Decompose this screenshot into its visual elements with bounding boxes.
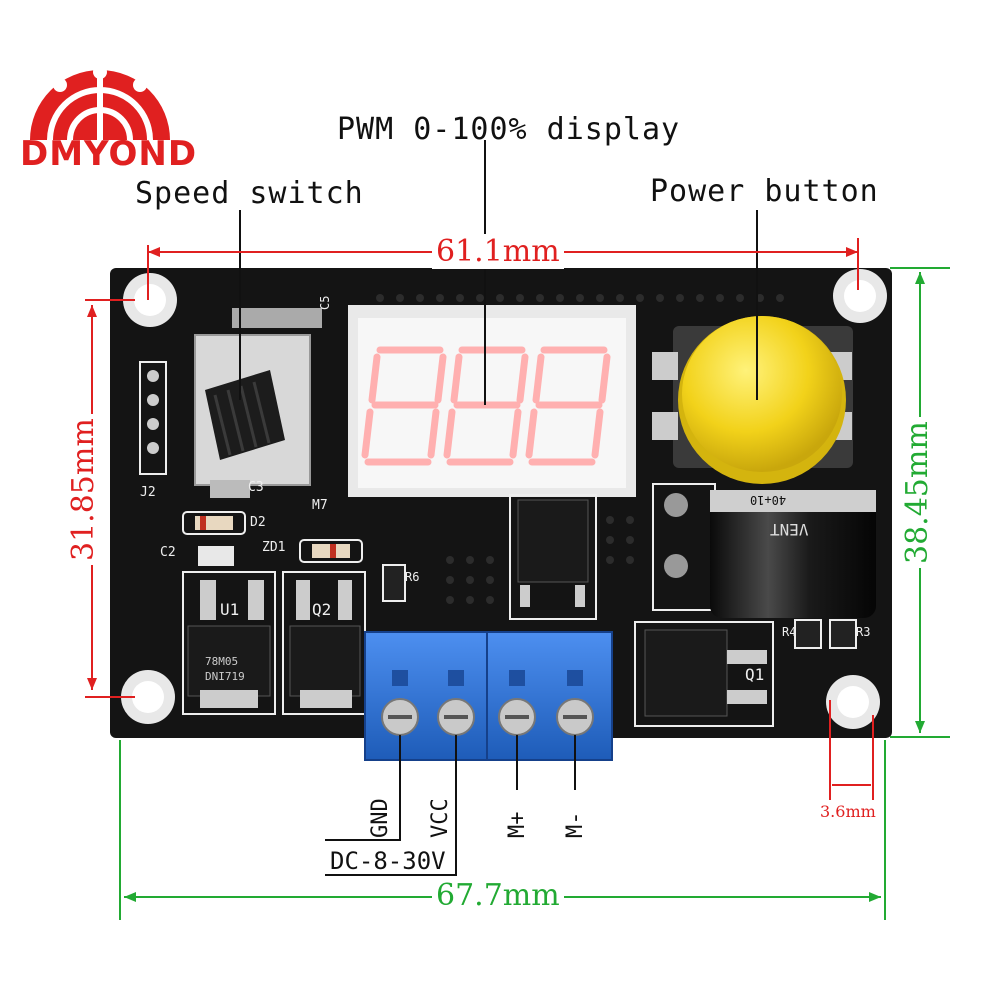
display-value: 888 [360,330,630,331]
silk-u1: U1 [220,600,240,619]
r4-resistor [794,619,822,649]
brand-logo [30,60,170,141]
q1-transistor [634,621,774,727]
r3-resistor [829,619,857,649]
dimension-right-height: 38.45mm [900,417,935,568]
u1-regulator [182,571,276,715]
silk-c2: C2 [160,545,176,560]
capacitor-rating: 40+10 [750,493,787,507]
silk-c5: C5 [318,295,332,310]
silk-d2: D2 [250,515,266,530]
dimension-bottom-width: 67.7mm [432,878,564,913]
capacitor-brand: VENT [770,520,809,539]
terminal-m-plus-label: M+ [505,811,530,839]
brand-name: DMYOND [20,134,198,174]
terminal-blocks [364,631,613,761]
u1-chip-code: DNI719 [205,670,245,683]
j2-header [139,361,167,475]
red-arrowheads [87,247,858,690]
green-arrowheads [124,272,925,902]
silk-c3: C3 [248,480,264,495]
power-button-callout: Power button [650,174,879,209]
silk-q2: Q2 [312,600,332,619]
silk-zd1: ZD1 [262,540,286,555]
dimension-left-height: 31.85mm [66,414,101,565]
silk-m7: M7 [312,498,328,513]
silk-j2: J2 [140,485,156,500]
diodes [182,511,363,566]
silk-r6: R6 [405,570,420,584]
terminal-gnd-label: GND [368,798,393,838]
supply-voltage-label: DC-8-30V [330,847,446,875]
capacitor [710,490,876,618]
potentiometer [194,308,322,498]
speed-switch-callout: Speed switch [135,176,364,211]
dimension-top-width: 61.1mm [432,234,564,269]
power-button-body [652,316,853,484]
silk-r4: R4 [782,625,797,639]
silk-r3: R3 [856,625,871,639]
seven-segment-display [348,305,636,497]
dimension-hole: 3.6mm [820,802,876,821]
callout-lines [239,140,758,876]
terminal-vcc-label: VCC [428,798,453,838]
mounting-holes [121,269,887,729]
r6-resistor [382,564,406,602]
driver-ic [509,494,597,620]
pwm-display-callout: PWM 0-100% display [337,112,681,147]
q2-transistor [282,571,366,715]
terminal-m-minus-label: M- [563,811,588,839]
via-pattern [376,294,784,604]
silk-q1: Q1 [745,665,765,684]
u1-chip-marking: 78M05 [205,655,239,668]
